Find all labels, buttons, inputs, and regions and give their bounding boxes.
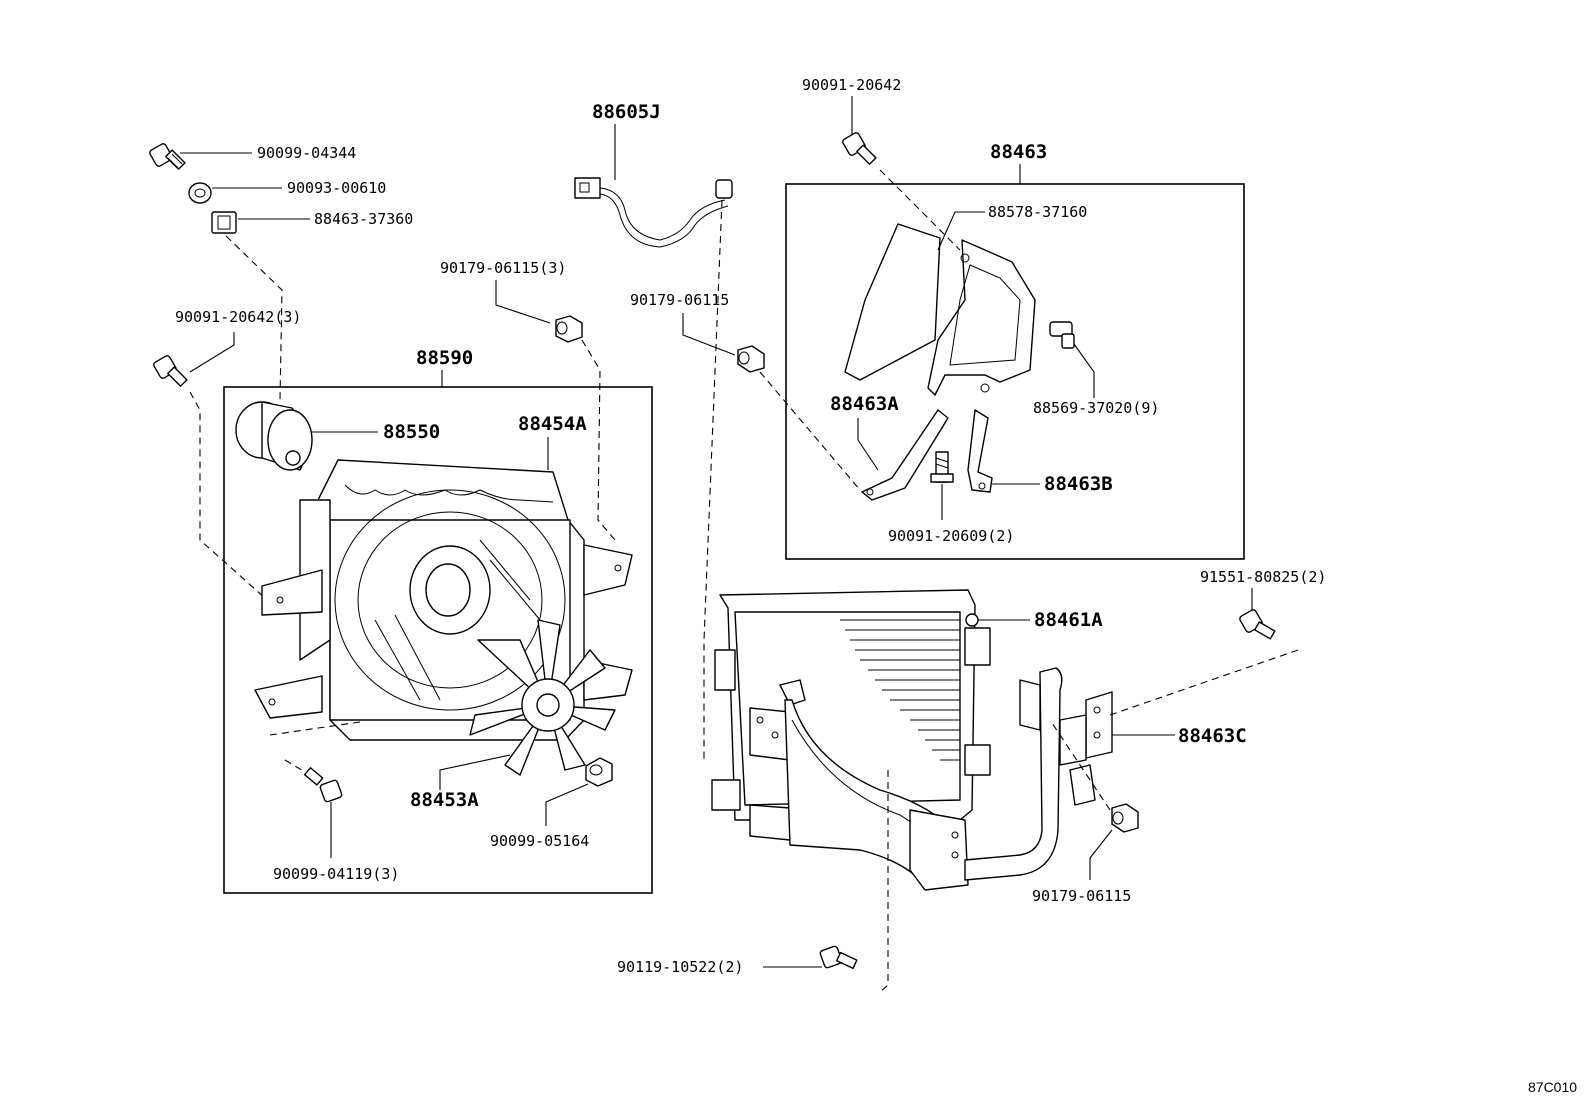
bolt-90091-20642-icon — [153, 355, 188, 387]
bracket-88463C-icon — [964, 667, 1113, 881]
label-90091-20609-2[interactable]: 90091-20609(2) — [888, 527, 1014, 545]
nut-90179-06115-right-icon — [1111, 803, 1139, 833]
label-88453A[interactable]: 88453A — [410, 789, 479, 811]
bolt-90099-04344-icon — [149, 143, 186, 170]
label-88578-37160[interactable]: 88578-37160 — [988, 203, 1087, 221]
bracket-88578-37160-icon — [844, 223, 1036, 396]
bolt-90119-10522-icon — [819, 945, 858, 970]
clip-88463-37360-icon — [211, 211, 237, 234]
nut-90099-05164-icon — [585, 757, 613, 787]
label-90119-10522-2[interactable]: 90119-10522(2) — [617, 958, 743, 976]
label-90179-06115-a[interactable]: 90179-06115 — [630, 291, 729, 309]
label-90093-00610[interactable]: 90093-00610 — [287, 179, 386, 197]
group-box-88463 — [785, 183, 1245, 560]
label-88463B[interactable]: 88463B — [1044, 473, 1113, 495]
label-90091-20642[interactable]: 90091-20642 — [802, 76, 901, 94]
label-88461A[interactable]: 88461A — [1034, 609, 1103, 631]
label-90099-04344[interactable]: 90099-04344 — [257, 144, 356, 162]
washer-90093-00610-icon — [188, 182, 212, 204]
bolt-90091-20609-icon — [930, 451, 954, 483]
fan-motor-88550-icon — [235, 401, 313, 471]
wire-harness-88605J-icon — [574, 177, 733, 248]
label-90099-04119-3[interactable]: 90099-04119(3) — [273, 865, 399, 883]
fan-shroud-88454A-icon — [254, 459, 633, 741]
label-90179-06115-3[interactable]: 90179-06115(3) — [440, 259, 566, 277]
nut-90179-06115-icon — [555, 315, 583, 343]
label-88454A[interactable]: 88454A — [518, 413, 587, 435]
bolt-91551-80825-icon — [1239, 609, 1276, 640]
label-91551-80825-2[interactable]: 91551-80825(2) — [1200, 568, 1326, 586]
figure-code: 87C010 — [1528, 1079, 1577, 1095]
label-88605J[interactable]: 88605J — [592, 101, 661, 123]
label-88463C[interactable]: 88463C — [1178, 725, 1247, 747]
label-88569-37020-9[interactable]: 88569-37020(9) — [1033, 399, 1159, 417]
label-90099-05164[interactable]: 90099-05164 — [490, 832, 589, 850]
label-88463A[interactable]: 88463A — [830, 393, 899, 415]
label-88463[interactable]: 88463 — [990, 141, 1047, 163]
fan-blade-88453A-icon — [469, 619, 616, 776]
bolt-90091-20642-top-icon — [842, 132, 877, 165]
label-90179-06115-b[interactable]: 90179-06115 — [1032, 887, 1131, 905]
label-88463-37360[interactable]: 88463-37360 — [314, 210, 413, 228]
condenser-88461A-icon — [711, 589, 991, 891]
label-88550[interactable]: 88550 — [383, 421, 440, 443]
stay-88463A-icon — [861, 409, 949, 501]
clip-88569-37020-icon — [1049, 321, 1075, 349]
nut-90179-06115-mid-icon — [737, 345, 765, 373]
stay-88463B-icon — [967, 409, 993, 493]
group-box-88590 — [223, 386, 653, 894]
label-90091-20642-3[interactable]: 90091-20642(3) — [175, 308, 301, 326]
bolt-90099-04119-icon — [303, 767, 343, 803]
label-88590[interactable]: 88590 — [416, 347, 473, 369]
